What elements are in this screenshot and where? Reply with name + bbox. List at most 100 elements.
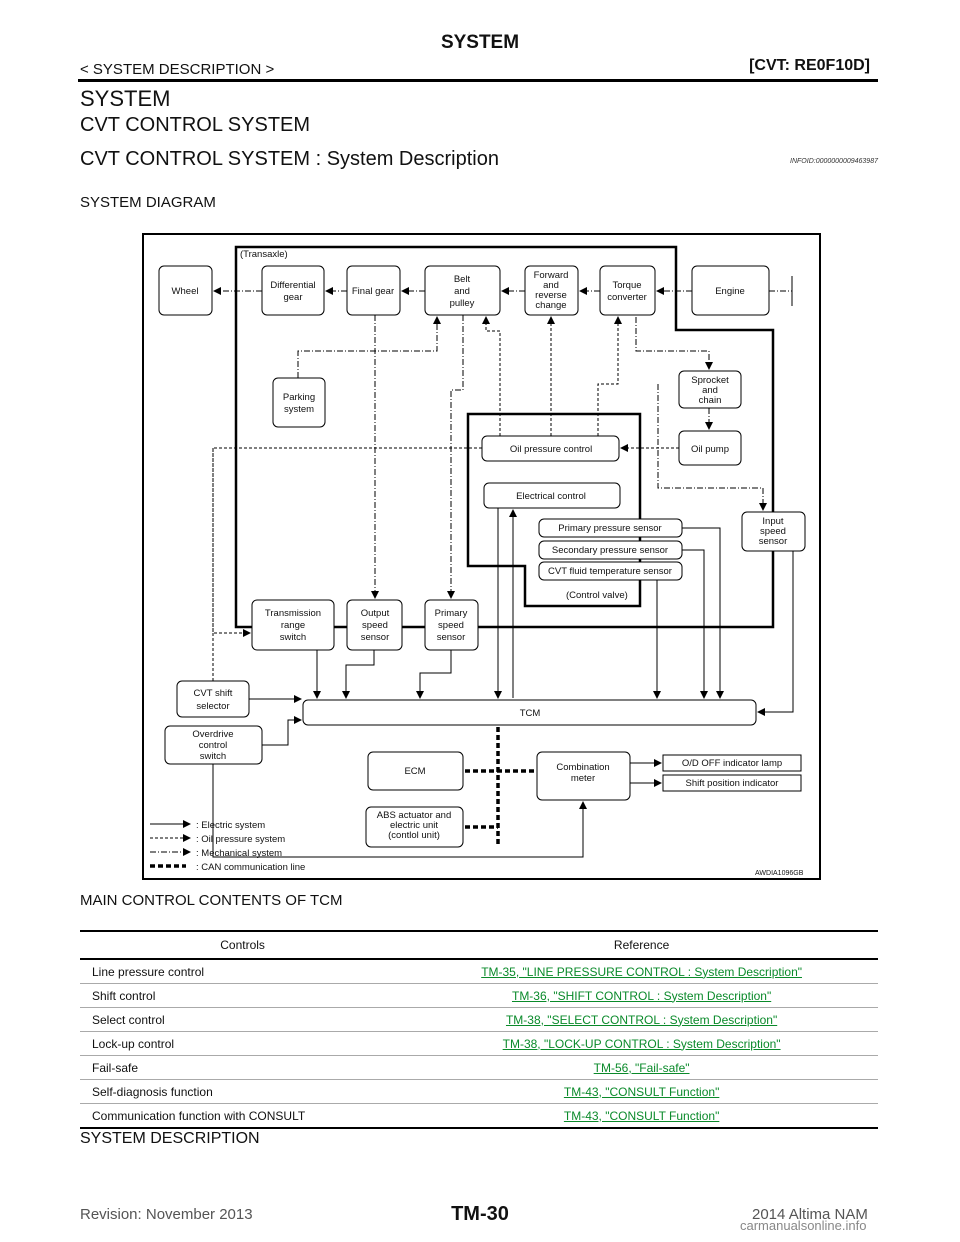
label-overdrive-1: Overdrive bbox=[192, 729, 233, 740]
can-lines bbox=[465, 727, 535, 845]
heading-system-diagram: SYSTEM DIAGRAM bbox=[80, 194, 216, 211]
reference-link[interactable]: TM-43, "CONSULT Function" bbox=[563, 1084, 720, 1099]
header-rule bbox=[78, 79, 878, 82]
table-row: Select control TM-38, "SELECT CONTROL : … bbox=[80, 1007, 878, 1032]
box-sprocket bbox=[678, 370, 742, 409]
table-row: Fail-safe TM-56, "Fail-safe" bbox=[80, 1055, 878, 1080]
footer-model: 2014 Altima NAM bbox=[752, 1206, 868, 1223]
label-belt-3: pulley bbox=[450, 298, 475, 309]
table-header-row: Controls Reference bbox=[80, 930, 878, 960]
reference-link[interactable]: TM-38, "SELECT CONTROL : System Descript… bbox=[505, 1012, 778, 1027]
label-parking-1: Parking bbox=[283, 392, 315, 403]
box-ecm bbox=[367, 751, 464, 791]
label-overdrive-2: control bbox=[199, 740, 228, 751]
table-row: Self-diagnosis function TM-43, "CONSULT … bbox=[80, 1079, 878, 1104]
label-oil-pressure-control: Oil pressure control bbox=[510, 444, 592, 455]
label-oss-3: sensor bbox=[361, 632, 390, 643]
heading-system-description-section: SYSTEM DESCRIPTION bbox=[80, 1130, 260, 1147]
diagram-legend: : Electric system : Oil pressure system … bbox=[150, 820, 305, 873]
legend-oil: : Oil pressure system bbox=[196, 834, 285, 845]
diagram-frame bbox=[142, 233, 821, 880]
model-code: [CVT: RE0F10D] bbox=[749, 57, 870, 74]
label-fwd-4: change bbox=[535, 300, 566, 311]
label-final-gear: Final gear bbox=[352, 286, 394, 297]
control-cell: Communication function with CONSULT bbox=[80, 1103, 406, 1129]
control-cell: Line pressure control bbox=[80, 959, 406, 984]
label-fwd-3: reverse bbox=[535, 290, 567, 301]
reference-link[interactable]: TM-56, "Fail-safe" bbox=[593, 1060, 690, 1075]
label-selector-1: CVT shift bbox=[194, 688, 233, 699]
label-trs-1: Transmission bbox=[265, 608, 321, 619]
label-electrical-control: Electrical control bbox=[516, 491, 586, 502]
figure-code: AWDIA1096GB bbox=[755, 870, 804, 877]
info-id: INFOID:0000000009463987 bbox=[790, 158, 878, 165]
label-od-off-lamp: O/D OFF indicator lamp bbox=[682, 758, 782, 769]
table-row: Communication function with CONSULT TM-4… bbox=[80, 1103, 878, 1129]
label-fluid-temp-sensor: CVT fluid temperature sensor bbox=[548, 566, 672, 577]
label-belt-2: and bbox=[454, 286, 470, 297]
label-sprocket-1: Sprocket bbox=[691, 375, 729, 386]
label-wheel: Wheel bbox=[172, 286, 199, 297]
label-trs-2: range bbox=[281, 620, 305, 631]
label-ecm: ECM bbox=[404, 766, 425, 777]
col-controls: Controls bbox=[80, 930, 406, 960]
label-torque-1: Torque bbox=[612, 280, 641, 291]
reference-link[interactable]: TM-43, "CONSULT Function" bbox=[563, 1108, 720, 1123]
label-oss-1: Output bbox=[361, 608, 390, 619]
box-od-off-lamp bbox=[662, 754, 802, 772]
label-pss-2: speed bbox=[438, 620, 464, 631]
box-input-speed-sensor bbox=[741, 511, 806, 552]
box-tcm bbox=[302, 699, 757, 726]
label-sprocket-3: chain bbox=[699, 395, 722, 406]
footer-watermark: carmanualsonline.info bbox=[740, 1218, 867, 1233]
label-selector-2: selector bbox=[196, 701, 229, 712]
box-wheel bbox=[158, 265, 213, 316]
control-table: Controls Reference Line pressure control… bbox=[80, 930, 878, 1129]
reference-link[interactable]: TM-35, "LINE PRESSURE CONTROL : System D… bbox=[481, 964, 802, 979]
control-cell: Lock-up control bbox=[80, 1031, 406, 1056]
control-cell: Fail-safe bbox=[80, 1055, 406, 1080]
label-iss-1: Input bbox=[762, 516, 783, 527]
heading-main-control: MAIN CONTROL CONTENTS OF TCM bbox=[80, 892, 343, 909]
label-trs-3: switch bbox=[280, 632, 306, 643]
reference-link[interactable]: TM-38, "LOCK-UP CONTROL : System Descrip… bbox=[502, 1036, 781, 1051]
control-valve-boundary bbox=[466, 412, 642, 608]
box-electrical-control bbox=[483, 482, 621, 509]
footer-page-number: TM-30 bbox=[451, 1203, 509, 1225]
control-cell: Shift control bbox=[80, 983, 406, 1008]
legend-mechanical: : Mechanical system bbox=[196, 848, 282, 859]
control-cell: Select control bbox=[80, 1007, 406, 1032]
box-transmission-range-switch bbox=[251, 599, 335, 651]
page-header-title: SYSTEM bbox=[440, 32, 520, 53]
box-abs-actuator bbox=[365, 806, 464, 848]
label-overdrive-3: switch bbox=[200, 751, 226, 762]
control-valve-label: (Control valve) bbox=[566, 590, 628, 601]
box-combination-meter bbox=[536, 751, 631, 801]
footer-revision: Revision: November 2013 bbox=[80, 1206, 253, 1223]
heading-system: SYSTEM bbox=[80, 86, 171, 111]
label-secondary-pressure-sensor: Secondary pressure sensor bbox=[552, 545, 668, 556]
mechanical-lines bbox=[213, 276, 793, 599]
heading-system-description: CVT CONTROL SYSTEM : System Description bbox=[80, 148, 499, 170]
label-pss-3: sensor bbox=[437, 632, 466, 643]
col-reference: Reference bbox=[405, 930, 878, 960]
label-combination-2: meter bbox=[571, 773, 595, 784]
label-fwd-1: Forward bbox=[534, 270, 569, 281]
label-oil-pump: Oil pump bbox=[691, 444, 729, 455]
label-primary-pressure-sensor: Primary pressure sensor bbox=[558, 523, 661, 534]
table-row: Lock-up control TM-38, "LOCK-UP CONTROL … bbox=[80, 1031, 878, 1056]
box-parking-system bbox=[272, 377, 326, 428]
box-fluid-temp-sensor bbox=[538, 561, 683, 581]
label-tcm: TCM bbox=[520, 708, 541, 719]
control-cell: Self-diagnosis function bbox=[80, 1079, 406, 1104]
legend-can: : CAN communication line bbox=[196, 862, 305, 873]
label-fwd-2: and bbox=[543, 280, 559, 291]
label-engine: Engine bbox=[715, 286, 745, 297]
label-abs-3: (contlol unit) bbox=[388, 830, 440, 841]
label-torque-2: converter bbox=[607, 292, 647, 303]
reference-link[interactable]: TM-36, "SHIFT CONTROL : System Descripti… bbox=[511, 988, 772, 1003]
label-diff-2: gear bbox=[283, 292, 302, 303]
electric-lines bbox=[212, 508, 794, 858]
box-labels: Wheel Differential gear Final gear Belt … bbox=[172, 270, 788, 841]
label-diff-1: Differential bbox=[270, 280, 315, 291]
